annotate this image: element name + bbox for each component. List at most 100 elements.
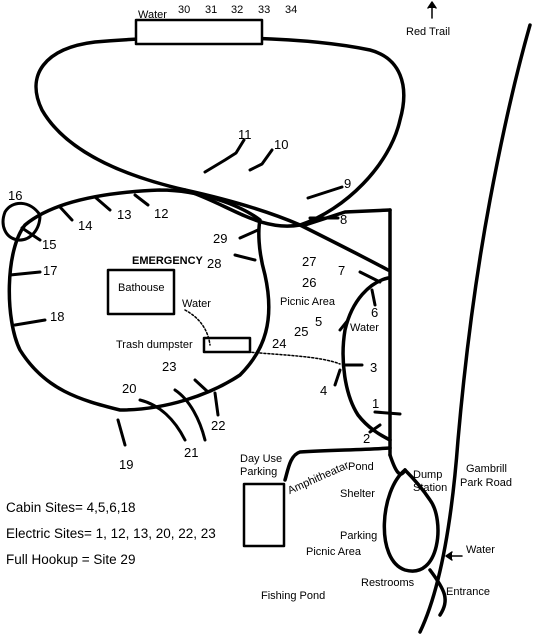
spur-19 xyxy=(116,418,127,447)
spur-6 xyxy=(370,288,377,307)
site-5-label: 5 xyxy=(315,314,323,329)
spur-21 xyxy=(173,388,207,442)
parking-label: Parking xyxy=(340,530,378,542)
spur-22 xyxy=(213,391,220,417)
site-23-label: 23 xyxy=(162,359,177,374)
site-13-label: 13 xyxy=(117,207,132,222)
site-17-label: 17 xyxy=(43,263,58,278)
spur-7 xyxy=(358,270,382,284)
main-connector-road xyxy=(183,188,390,272)
site-20-label: 20 xyxy=(122,381,137,396)
site-28-label: 28 xyxy=(207,256,222,271)
spur-28 xyxy=(233,253,257,262)
site-21-label: 21 xyxy=(184,445,199,460)
spur-2 xyxy=(368,423,382,434)
site-31-label: 31 xyxy=(205,4,218,16)
legend-full-hookup: Full Hookup = Site 29 xyxy=(6,552,136,567)
spur-23 xyxy=(193,378,210,394)
spur-11 xyxy=(203,138,246,174)
picnic-loop-road xyxy=(341,276,392,442)
site-8-label: 8 xyxy=(340,212,348,227)
spur-4 xyxy=(333,368,342,387)
spur-9 xyxy=(306,185,344,200)
site-34-label: 34 xyxy=(285,4,298,16)
spur-17 xyxy=(8,270,42,277)
site-16-loop xyxy=(1,201,42,242)
site-15-label: 15 xyxy=(42,237,57,252)
gambrill-label-2: Park Road xyxy=(460,477,512,489)
red-trail-label: Red Trail xyxy=(406,26,451,38)
water-line-bathhouse xyxy=(184,309,211,346)
site-16-label: 16 xyxy=(8,188,23,203)
site-9-label: 9 xyxy=(344,176,352,191)
spur-1 xyxy=(373,410,402,416)
dump-station-label-2: Station xyxy=(413,482,448,494)
spur-14 xyxy=(58,205,74,222)
spur-20 xyxy=(138,398,187,442)
site-30-label: 30 xyxy=(178,4,191,16)
site-11-label: 11 xyxy=(238,127,252,142)
left-arrow-icon xyxy=(445,551,463,561)
pond-label: Pond xyxy=(348,461,374,473)
entrance-label: Entrance xyxy=(446,586,491,598)
bathhouse-building xyxy=(106,268,176,316)
site-12-label: 12 xyxy=(154,206,169,221)
legend-electric: Electric Sites= 1, 12, 13, 20, 22, 23 xyxy=(6,526,216,541)
site-10-label: 10 xyxy=(274,137,289,152)
spur-15 xyxy=(20,226,42,242)
site-4-label: 4 xyxy=(320,383,328,398)
spur-13 xyxy=(93,195,112,212)
water-bathhouse-label: Water xyxy=(182,298,211,310)
site-26-label: 26 xyxy=(302,275,317,290)
left-loop-road xyxy=(7,188,271,412)
picnic-area-top-label: Picnic Area xyxy=(280,296,336,308)
water-tank-top xyxy=(134,18,264,46)
legend-cabin: Cabin Sites= 4,5,6,18 xyxy=(6,500,136,515)
spur-18 xyxy=(13,318,47,327)
day-use-label-2: Parking xyxy=(240,466,278,478)
site-14-label: 14 xyxy=(78,218,93,233)
water-entrance-label: Water xyxy=(466,544,495,556)
site-6-label: 6 xyxy=(371,305,379,320)
site-29-label: 29 xyxy=(213,231,228,246)
site-27-label: 27 xyxy=(302,254,317,269)
site-22-label: 22 xyxy=(211,418,226,433)
parking-road xyxy=(283,446,392,482)
site-7-label: 7 xyxy=(338,263,346,278)
entrance-road xyxy=(428,568,447,617)
restrooms-label: Restrooms xyxy=(361,577,415,589)
day-use-label-1: Day Use xyxy=(240,453,283,465)
site-32-label: 32 xyxy=(231,4,244,16)
emergency-label: EMERGENCY xyxy=(132,255,203,267)
site-2-label: 2 xyxy=(363,431,371,446)
up-arrow-icon xyxy=(427,1,437,19)
site-3-label: 3 xyxy=(370,360,378,375)
spur-29 xyxy=(238,228,260,240)
site-18-label: 18 xyxy=(50,309,65,324)
shelter-label: Shelter xyxy=(340,488,375,500)
spur-10 xyxy=(248,148,274,172)
dump-station-label-1: Dump xyxy=(413,469,443,481)
trash-dumpster-box xyxy=(202,336,252,354)
spur-5 xyxy=(338,318,350,332)
picnic-area-bottom-label: Picnic Area xyxy=(306,546,362,558)
upper-connector xyxy=(303,208,392,227)
water-line-picnic xyxy=(247,351,341,365)
site-24-label: 24 xyxy=(272,336,287,351)
gambrill-label-1: Gambrill xyxy=(466,463,507,475)
gambrill-park-road xyxy=(418,23,532,634)
water-top-label: Water xyxy=(138,9,167,21)
entrance-road-lower xyxy=(388,453,407,476)
trash-dumpster-label: Trash dumpster xyxy=(116,339,193,351)
site-1-label: 1 xyxy=(372,396,380,411)
water-picnic-label: Water xyxy=(350,322,379,334)
day-use-parking-lot xyxy=(242,482,286,548)
dump-station-loop xyxy=(382,468,440,573)
site-19-label: 19 xyxy=(119,457,134,472)
site-25-label: 25 xyxy=(294,324,309,339)
spur-12 xyxy=(133,193,150,207)
bathouse-label: Bathouse xyxy=(118,282,165,294)
site-33-label: 33 xyxy=(258,4,271,16)
